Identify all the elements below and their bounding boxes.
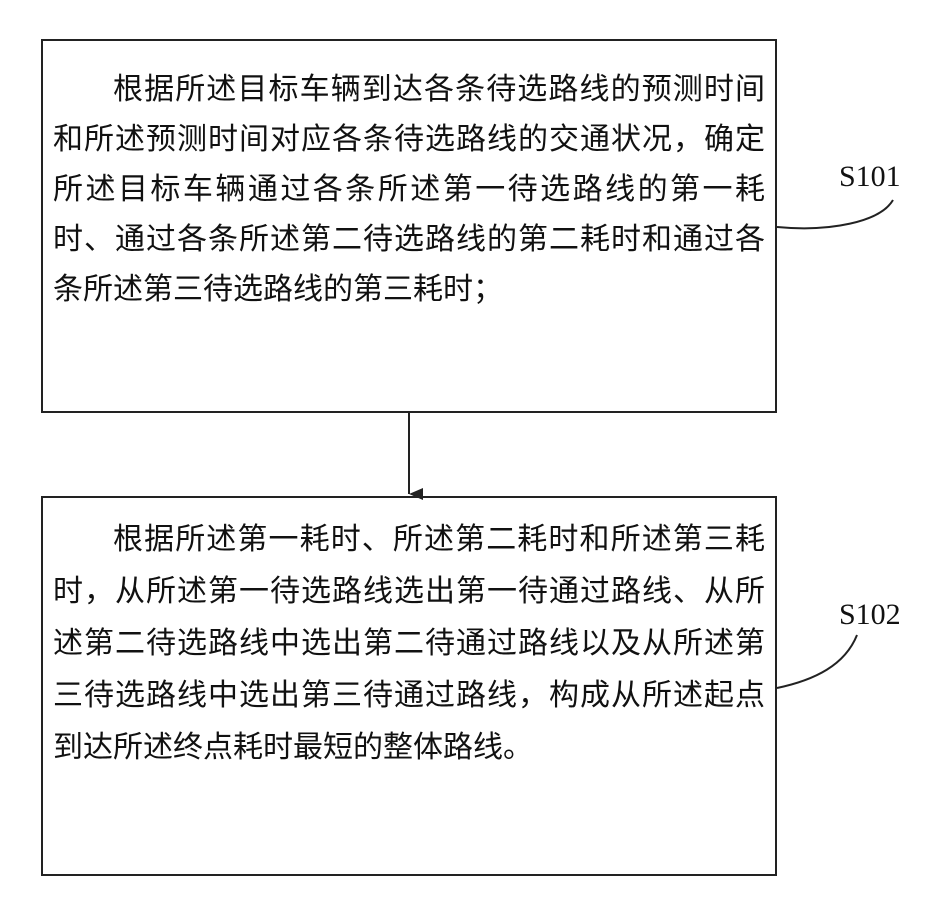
step-label-s101: S101 [839,160,901,194]
leader-line-s101 [777,200,893,228]
leader-line-s102 [777,635,857,688]
step-label-s102: S102 [839,598,901,632]
step-text-s102: 根据所述第一耗时、所述第二耗时和所述第三耗时，从所述第一待选路线选出第一待通过路… [53,514,765,774]
step-box-s102: 根据所述第一耗时、所述第二耗时和所述第三耗时，从所述第一待选路线选出第一待通过路… [41,496,777,876]
step-text-s101: 根据所述目标车辆到达各条待选路线的预测时间和所述预测时间对应各条待选路线的交通状… [53,65,765,315]
step-box-s101: 根据所述目标车辆到达各条待选路线的预测时间和所述预测时间对应各条待选路线的交通状… [41,39,777,413]
